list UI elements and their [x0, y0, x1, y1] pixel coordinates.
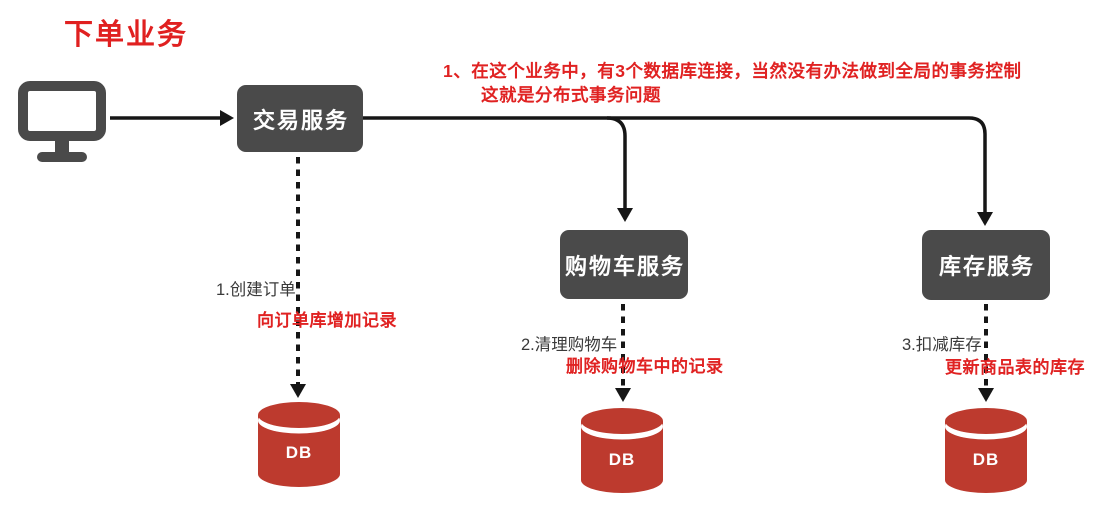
node-stock-service-label: 库存服务 [938, 254, 1035, 279]
annotation-note-line-1: 1、在这个业务中，有3个数据库连接，当然没有办法做到全局的事务控制 [443, 61, 1022, 81]
db-label-cart: DB [608, 450, 636, 469]
step2-clear-cart-label: 2.清理购物车 [521, 336, 618, 354]
dashed-arrow-stock-to-db [978, 304, 994, 402]
arrow-trade-to-stock [363, 116, 993, 226]
step3-deduct-stock-label: 3.扣减库存 [902, 336, 982, 354]
node-cart-service-label: 购物车服务 [564, 253, 685, 279]
dashed-arrow-cart-to-db [615, 304, 631, 402]
page-title: 下单业务 [64, 19, 189, 51]
db-label-orders: DB [285, 443, 313, 462]
step1-db-note: 向订单库增加记录 [257, 311, 397, 330]
node-trade-service: 交易服务 [237, 85, 363, 152]
node-stock-service: 库存服务 [922, 230, 1050, 300]
database-cylinder-icon-orders [258, 402, 340, 487]
step2-db-note: 删除购物车中的记录 [566, 357, 724, 376]
computer-monitor-icon [18, 81, 106, 162]
database-cylinder-icon-cart [581, 408, 663, 493]
arrow-client-to-trade [110, 110, 234, 126]
db-label-stock: DB [972, 450, 1000, 469]
database-cylinder-icon-stock [945, 408, 1027, 493]
step1-create-order-label: 1.创建订单 [216, 281, 296, 299]
step3-db-note: 更新商品表的库存 [945, 358, 1085, 377]
arrow-trade-to-cart [606, 116, 633, 222]
node-trade-service-label: 交易服务 [252, 107, 349, 133]
annotation-note-line-2: 这就是分布式事务问题 [481, 85, 661, 105]
dashed-arrow-trade-to-db [290, 157, 306, 398]
node-cart-service: 购物车服务 [560, 230, 688, 299]
